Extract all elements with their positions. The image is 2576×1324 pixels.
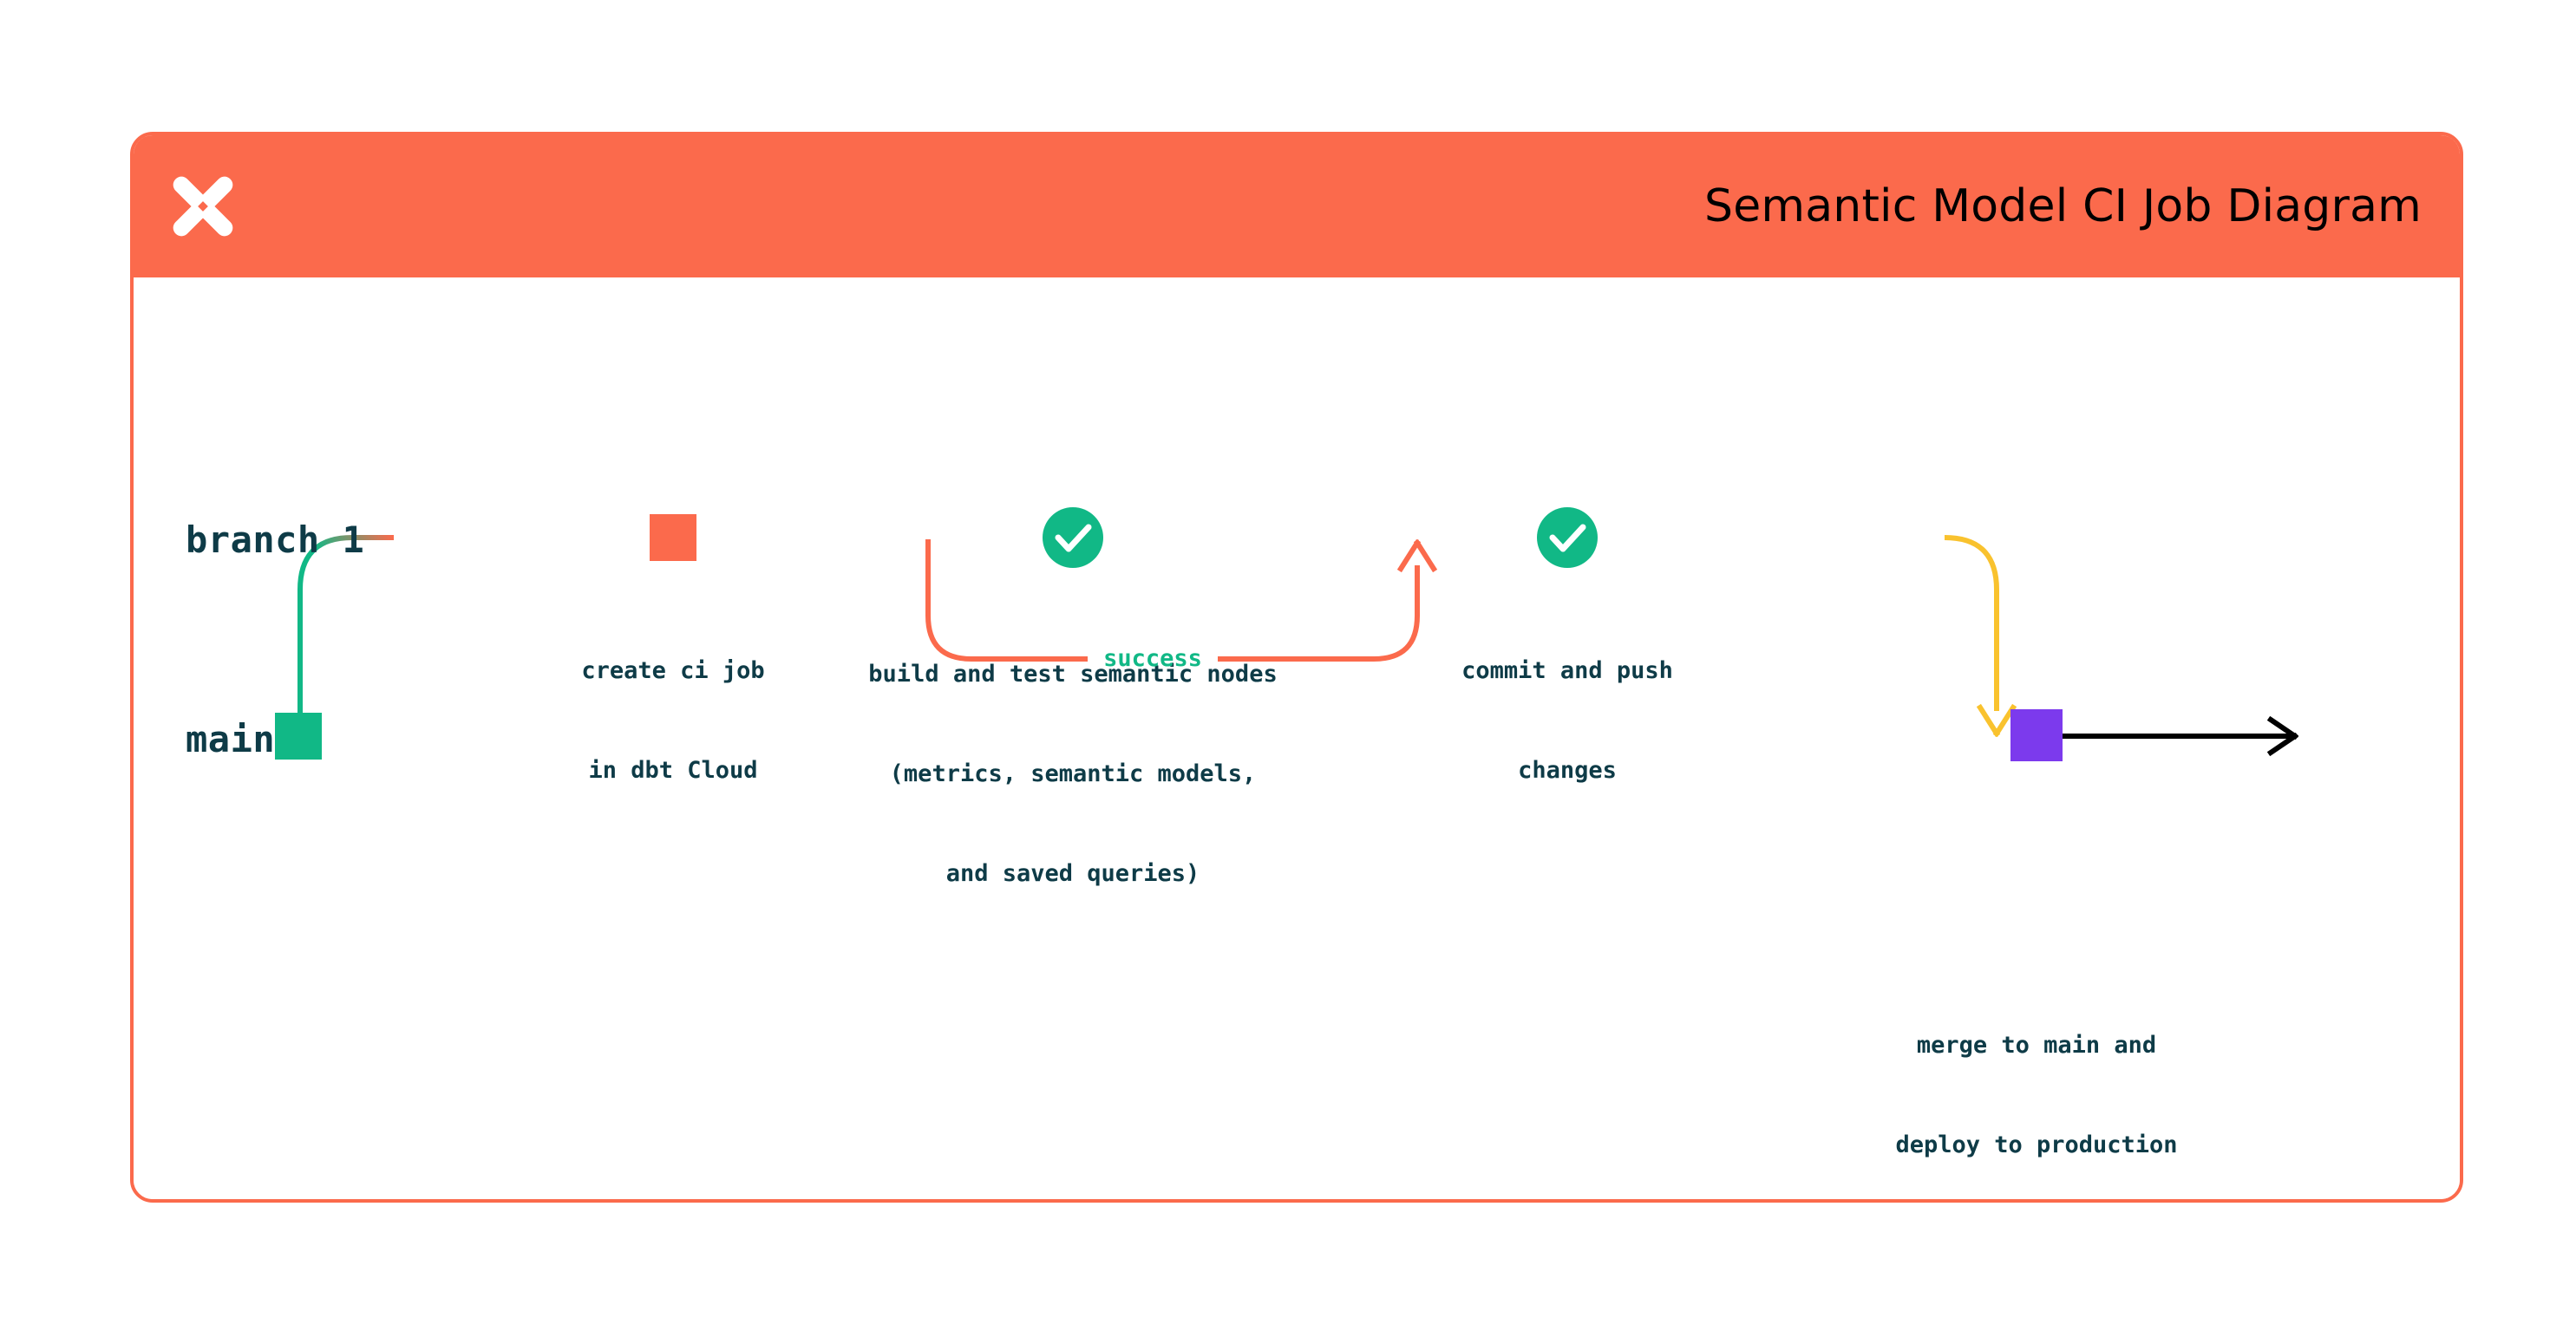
caption-line: create ci job <box>581 656 765 684</box>
caption-line: changes <box>1518 756 1617 784</box>
node-create-ci-job[interactable] <box>650 514 696 561</box>
node-merge-to-main[interactable] <box>2010 709 2063 761</box>
success-loop-edge <box>925 538 1438 662</box>
ci-job-diagram <box>275 507 2299 761</box>
production-edge <box>2057 715 2299 757</box>
caption-line: and saved queries) <box>945 859 1200 887</box>
node-build-and-test[interactable] <box>1043 507 1103 568</box>
check-icon <box>1055 524 1092 552</box>
dbt-x-logo-icon <box>173 176 233 237</box>
card-body: branch 1 main create ci job in dbt Cloud… <box>134 277 2460 1199</box>
diagram-card: Semantic Model CI Job Diagram <box>130 132 2463 1203</box>
node-commit-and-push[interactable] <box>1537 507 1598 568</box>
caption-merge-to-main: merge to main and deploy to production <box>1895 962 2178 1199</box>
caption-commit-and-push: commit and push changes <box>1461 588 1673 854</box>
caption-line: deploy to production <box>1895 1131 2178 1158</box>
card-header: Semantic Model CI Job Diagram <box>134 135 2460 277</box>
caption-build-and-test: build and test semantic nodes (metrics, … <box>868 591 1277 957</box>
edge-label-success: success <box>1103 645 1202 672</box>
branch-off-edge <box>297 535 394 736</box>
check-icon <box>1549 524 1586 552</box>
merge-edge <box>1944 535 2017 738</box>
caption-line: in dbt Cloud <box>588 756 758 784</box>
caption-line: (metrics, semantic models, <box>889 760 1257 787</box>
caption-line: build and test semantic nodes <box>868 660 1278 688</box>
node-main-start[interactable] <box>275 713 322 760</box>
branch-label-branch-1: branch 1 <box>186 519 365 561</box>
page-title: Semantic Model CI Job Diagram <box>1703 180 2422 232</box>
caption-line: commit and push <box>1461 656 1673 684</box>
caption-line: merge to main and <box>1916 1031 2157 1059</box>
caption-create-ci-job: create ci job in dbt Cloud <box>581 588 764 854</box>
branch-label-main: main <box>186 718 276 760</box>
